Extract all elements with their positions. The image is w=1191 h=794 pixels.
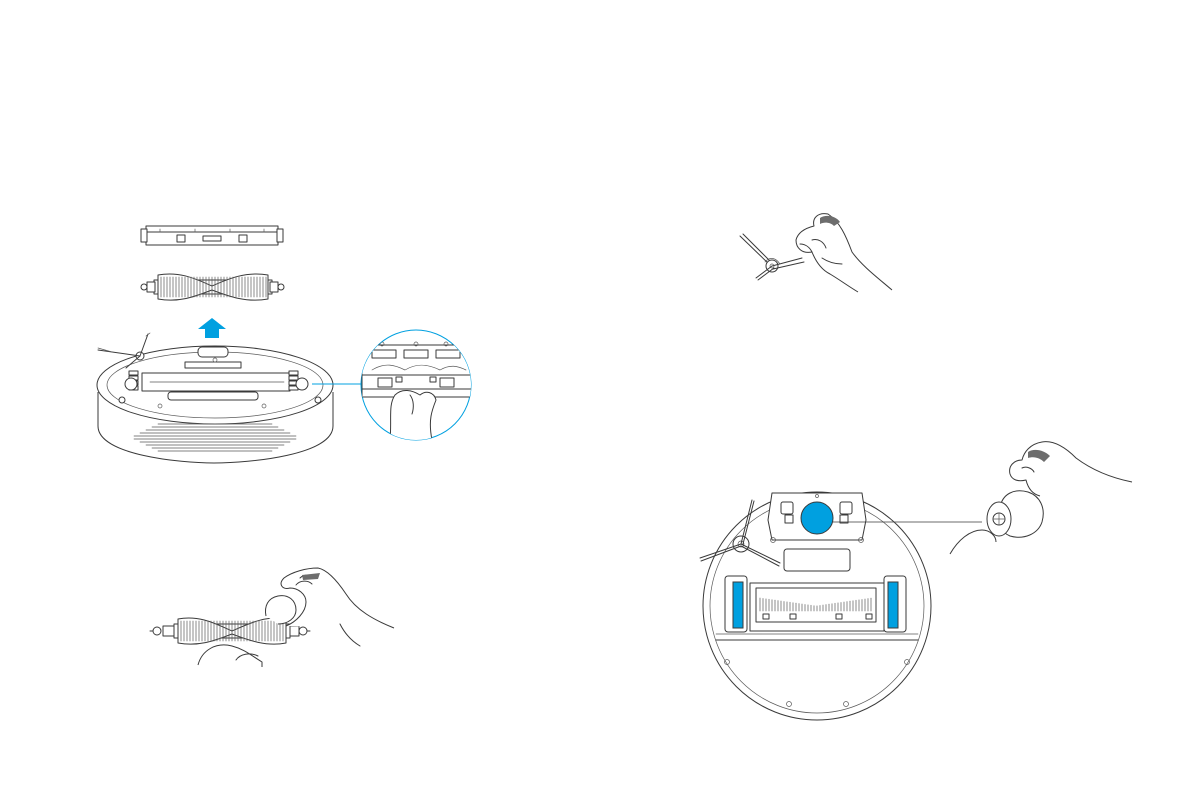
clip-slot bbox=[129, 371, 138, 375]
clip-slot bbox=[289, 371, 298, 375]
hand-holding-omni-wheel bbox=[950, 442, 1132, 554]
robot-vacuum-perspective bbox=[97, 333, 333, 463]
side-brush-cleaning-figure bbox=[740, 214, 892, 292]
roller-brush-cleaning-figure bbox=[150, 568, 394, 667]
up-arrow-icon bbox=[198, 318, 226, 338]
robot-vacuum-bottom-view bbox=[700, 492, 931, 720]
brush-cover-part bbox=[141, 226, 283, 245]
clip-detail-callout bbox=[361, 330, 472, 440]
roller-brush-removal-figure bbox=[97, 226, 472, 463]
roller-brush-part bbox=[141, 274, 284, 300]
clip-slot bbox=[289, 376, 298, 380]
omni-wheel-cleaning-figure bbox=[700, 442, 1132, 720]
omni-wheel-highlight bbox=[801, 502, 833, 534]
